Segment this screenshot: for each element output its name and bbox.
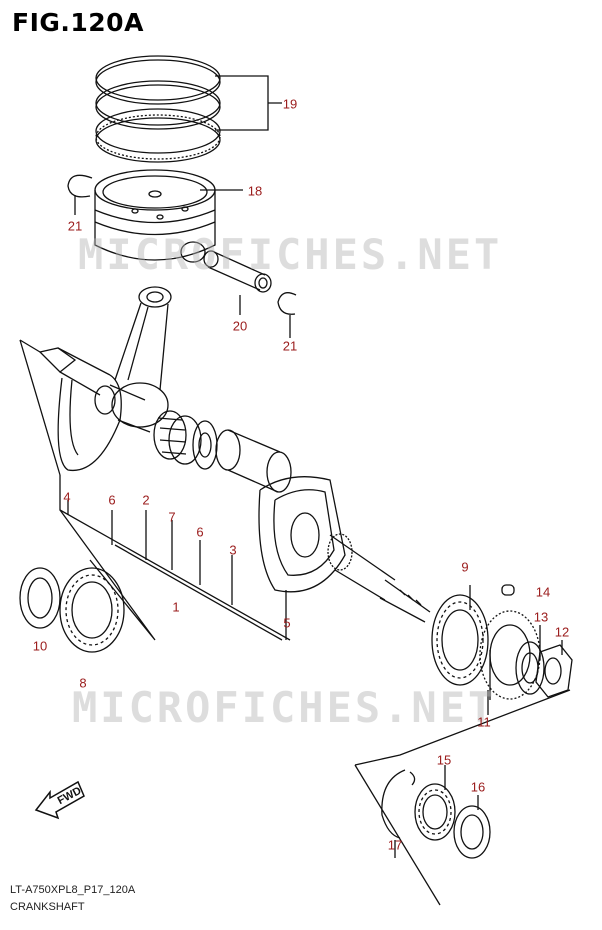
group-bracket-lines xyxy=(19,339,571,906)
callout-7[interactable]: 7 xyxy=(168,509,176,525)
callout-13[interactable]: 13 xyxy=(533,609,549,625)
circlip-17[interactable] xyxy=(381,769,416,839)
callout-11[interactable]: 11 xyxy=(477,714,491,730)
ball-bearing-9[interactable] xyxy=(431,594,489,686)
callout-10[interactable]: 10 xyxy=(32,638,48,654)
oil-seal-16[interactable] xyxy=(453,805,491,859)
callout-21-left[interactable]: 21 xyxy=(67,218,83,234)
connecting-rod[interactable] xyxy=(111,286,172,428)
callout-6-left[interactable]: 6 xyxy=(108,492,116,508)
callout-18[interactable]: 18 xyxy=(247,183,263,199)
callout-16[interactable]: 16 xyxy=(470,779,486,795)
callout-4[interactable]: 4 xyxy=(63,489,71,505)
callout-1[interactable]: 1 xyxy=(172,599,180,615)
callout-12[interactable]: 12 xyxy=(554,624,570,640)
callout-21-right[interactable]: 21 xyxy=(282,338,298,354)
needle-bearing[interactable] xyxy=(153,410,202,465)
key-14[interactable] xyxy=(501,584,515,596)
oil-seal-10[interactable] xyxy=(19,567,61,629)
callout-20[interactable]: 20 xyxy=(232,318,248,334)
crank-pin[interactable] xyxy=(215,429,292,493)
callout-9[interactable]: 9 xyxy=(461,559,469,575)
callout-8[interactable]: 8 xyxy=(79,675,87,691)
callout-6-right[interactable]: 6 xyxy=(196,524,204,540)
ball-bearing-8[interactable] xyxy=(59,567,125,653)
callout-5[interactable]: 5 xyxy=(283,615,291,631)
callout-17[interactable]: 17 xyxy=(387,837,403,853)
watermark-top: MICROFICHES.NET xyxy=(78,230,503,279)
callout-19[interactable]: 19 xyxy=(282,96,298,112)
figure-code: LT-A750XPL8_P17_120A xyxy=(10,884,136,896)
callout-15[interactable]: 15 xyxy=(436,752,452,768)
piston-pin-circlip-right[interactable] xyxy=(277,292,297,315)
callout-2[interactable]: 2 xyxy=(142,492,150,508)
callout-14[interactable]: 14 xyxy=(535,584,551,600)
ball-bearing-15[interactable] xyxy=(414,783,456,841)
piston-pin-circlip-left[interactable] xyxy=(67,174,93,198)
crankshaft-right-web[interactable] xyxy=(258,476,431,623)
fwd-arrow-icon xyxy=(34,780,85,820)
leader-19 xyxy=(215,75,282,131)
figure-name: CRANKSHAFT xyxy=(10,901,85,913)
piston-pin[interactable] xyxy=(203,250,272,293)
watermark-bottom: MICROFICHES.NET xyxy=(72,683,497,732)
callout-3[interactable]: 3 xyxy=(229,542,237,558)
figure-title: FIG.120A xyxy=(12,8,144,37)
piston-ring-set[interactable] xyxy=(95,55,221,163)
nut-12[interactable] xyxy=(535,644,573,698)
thrust-washer[interactable] xyxy=(192,420,218,470)
crankshaft-left-web[interactable] xyxy=(38,347,151,472)
